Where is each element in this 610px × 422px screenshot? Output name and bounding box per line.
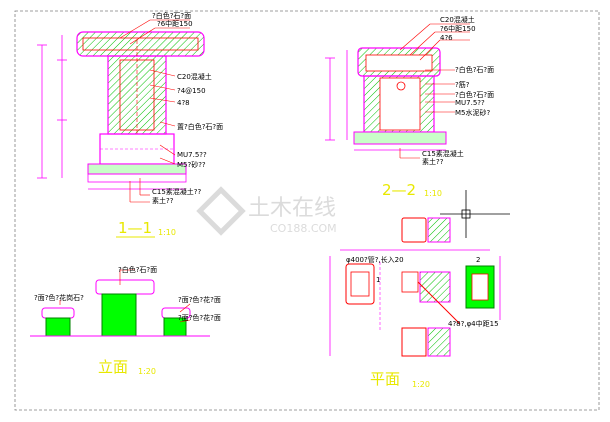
- label-top-finish: ?白色?石?面: [152, 11, 191, 20]
- label-2-top-finish: ?白色?石?面: [455, 65, 494, 74]
- elevation-label-right-bottom: ?面?色?花?面: [178, 313, 221, 322]
- section-1-1-title: 1—1: [118, 219, 152, 237]
- label-2-concrete: C20混凝土: [440, 15, 475, 24]
- elevation-center-block: [101, 293, 137, 337]
- label-2-masonry: MU7.5??: [455, 99, 485, 107]
- label-stirrup: ?4@150: [177, 87, 206, 95]
- label-main-rebar: 4?8: [177, 99, 190, 107]
- plan-label-rebar: 4?8?,φ4中距15: [448, 319, 499, 328]
- label-2-rebar-150: ?6中距150: [440, 24, 476, 33]
- label-2-base-soil: 素土??: [422, 157, 444, 166]
- section-2-2-scale: 1:10: [424, 189, 442, 198]
- plan-scale: 1:20: [412, 380, 430, 389]
- section-2-2: C20混凝土 ?6中距150 4?6 ?白色?石?面 ?筋? ?白色?石?面 M…: [325, 15, 494, 199]
- label-2-finish2: ?白色?石?面: [455, 90, 494, 99]
- label-2-base-concrete: C15素混凝土: [422, 149, 464, 158]
- plan: φ400?管?,长入20 4?8?,φ4中距15 1 2 平面 1:20: [329, 190, 510, 389]
- label-top-rebar: ?6中距150: [157, 19, 193, 28]
- plan-center-block: [419, 271, 451, 303]
- cap-slab: [76, 31, 205, 57]
- elevation-label-top: ?白色?石?面: [118, 265, 157, 274]
- elevation-scale: 1:20: [138, 367, 156, 376]
- label-base-concrete: C15素混凝土??: [152, 187, 202, 196]
- concrete-base: [87, 163, 187, 175]
- section-1-1: ?白色?石?面 ?6中距150 C20混凝土 ?4@150 4?8 置?白色?石…: [37, 11, 223, 238]
- plan-mark-2: 2: [476, 256, 480, 264]
- watermark-name: 土木在线: [248, 196, 336, 221]
- label-2-mortar: M5水泥砂?: [455, 108, 490, 117]
- label-base-soil: 素土??: [152, 196, 174, 205]
- label-2-pad: ?筋?: [455, 80, 470, 89]
- plan-mark-1: 1: [376, 276, 380, 284]
- elevation-title: 立面: [98, 358, 128, 376]
- plan-label-pipe: φ400?管?,长入20: [346, 255, 404, 264]
- elevation-label-right-top: ?面?色?花?面: [178, 295, 221, 304]
- watermark-url: CO188.COM: [270, 222, 337, 235]
- elevation: ?白色?石?面 ?面?色?花岗石? ?面?色?花?面 ?面?色?花?面 立面 1…: [30, 265, 221, 376]
- elevation-left-block: [45, 317, 71, 337]
- section-1-1-scale: 1:10: [158, 228, 176, 237]
- label-2-rebar-6: 4?6: [440, 34, 453, 42]
- label-concrete: C20混凝土: [177, 72, 212, 81]
- label-masonry: MU7.5??: [177, 151, 207, 159]
- label-side-finish: 置?白色?石?面: [177, 122, 223, 131]
- watermark: 土木在线 CO188.COM: [196, 186, 337, 236]
- label-mortar: M5?砂??: [177, 160, 206, 169]
- section-2-2-title: 2—2: [382, 181, 416, 199]
- elevation-label-left: ?面?色?花岗石?: [34, 293, 84, 302]
- base-2: [353, 131, 447, 145]
- drawing-frame: [14, 10, 600, 411]
- plan-title: 平面: [370, 370, 400, 388]
